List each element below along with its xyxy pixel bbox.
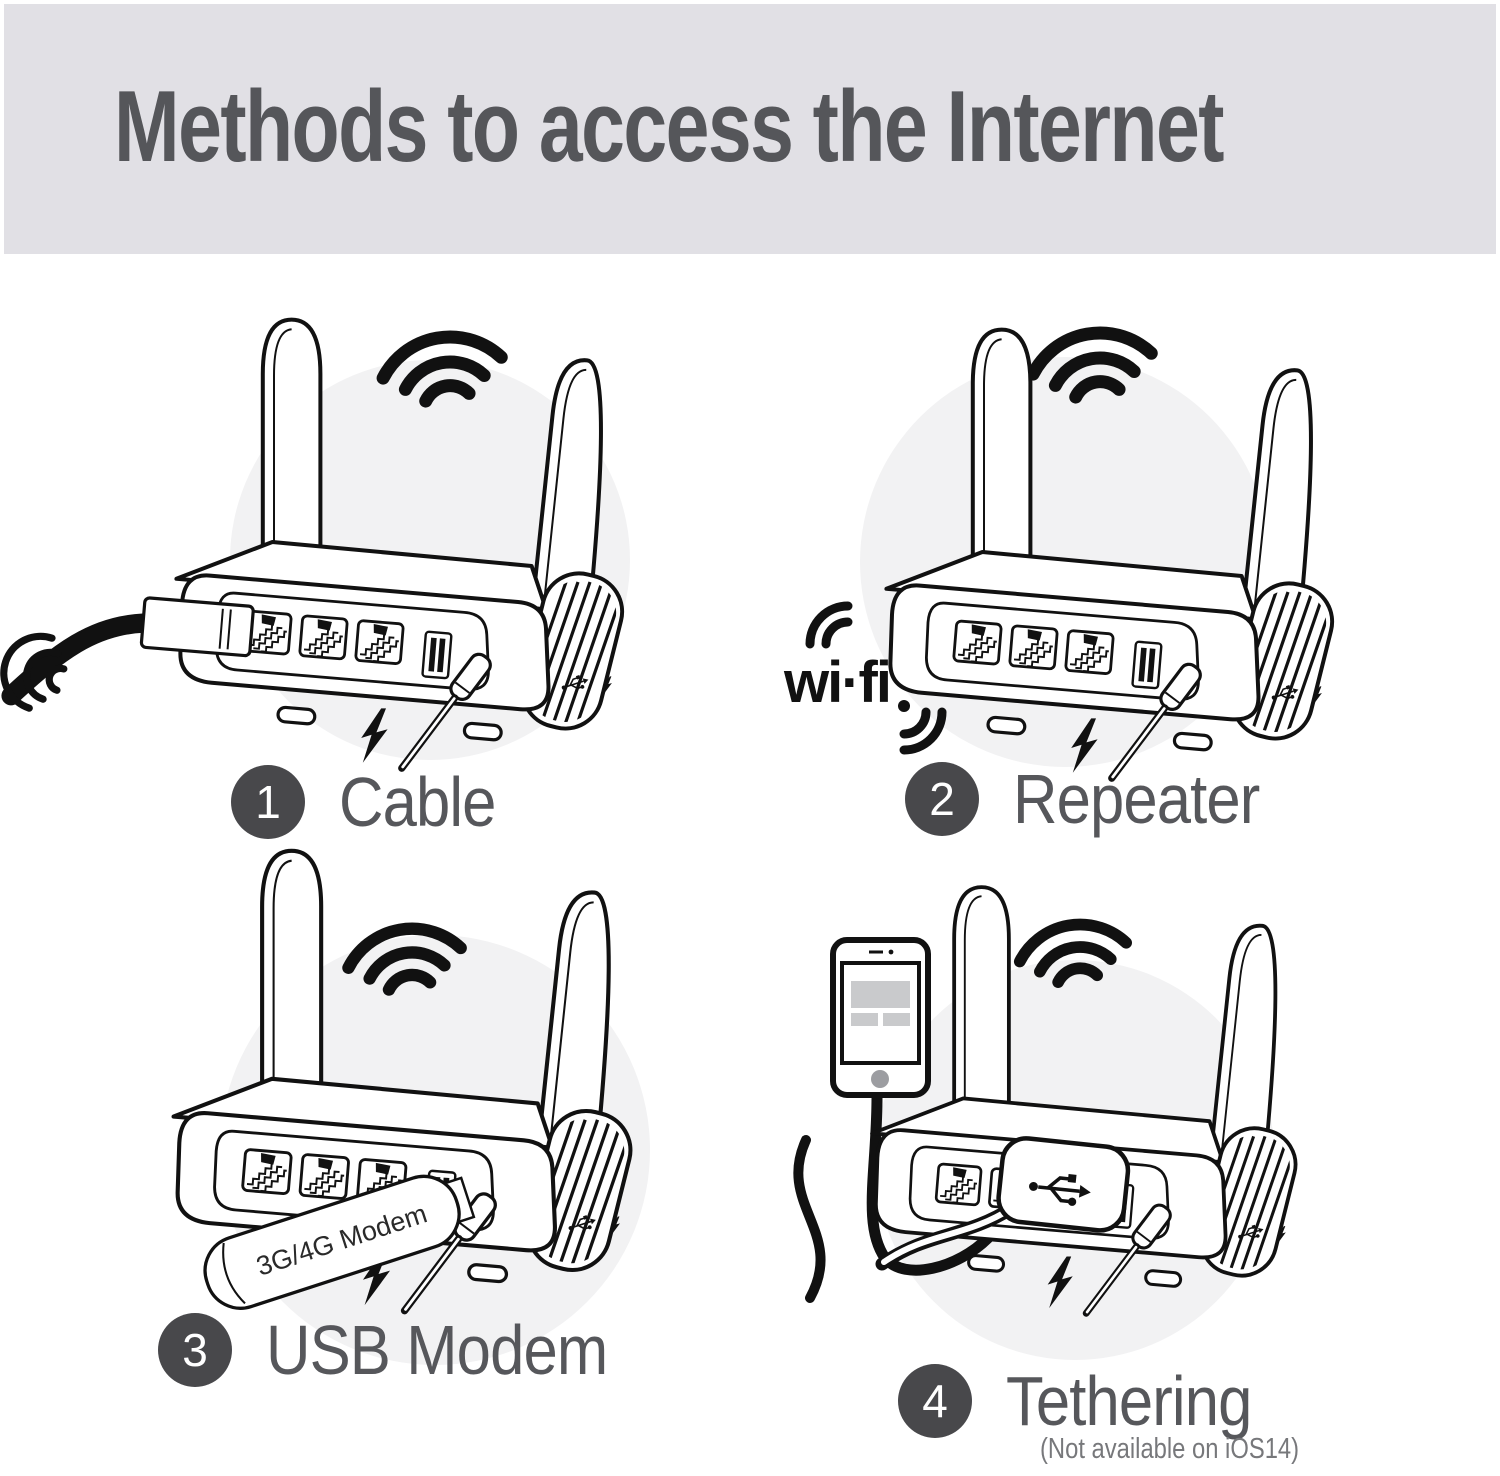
number-badge: 2: [905, 762, 979, 836]
quadrant-repeater: wi·fi: [783, 324, 1360, 785]
quadrant-tethering: [793, 887, 1322, 1360]
method-label-usb-modem: 3 USB Modem: [158, 1310, 654, 1390]
ethernet-cable: [0, 596, 255, 712]
method-name: Repeater: [1013, 760, 1260, 838]
page-title: Methods to access the Internet: [114, 71, 1224, 183]
header-banner: Methods to access the Internet: [4, 4, 1496, 254]
wifi-brand-logo: wi·fi: [783, 601, 947, 755]
quadrant-cable: [0, 320, 650, 775]
wifi-logo-text: wi·fi: [783, 650, 890, 715]
method-name: Tethering: [1006, 1362, 1252, 1440]
method-label-repeater: 2 Repeater: [905, 759, 1293, 839]
usb-adapter: [875, 1136, 1131, 1271]
tethering-note: (Not available on iOS14): [1040, 1433, 1300, 1465]
method-name: Cable: [339, 763, 496, 841]
quadrant-usb-modem: 3G/4G Modem: [174, 851, 659, 1365]
phone-illustration: [833, 940, 928, 1095]
number-badge: 1: [231, 765, 305, 839]
method-label-tethering: 4 Tethering: [898, 1361, 1285, 1441]
number-badge: 3: [158, 1313, 232, 1387]
cable-loop: [793, 1135, 826, 1303]
method-name: USB Modem: [266, 1311, 608, 1389]
method-label-cable: 1 Cable: [231, 762, 517, 842]
number-badge: 4: [898, 1364, 972, 1438]
